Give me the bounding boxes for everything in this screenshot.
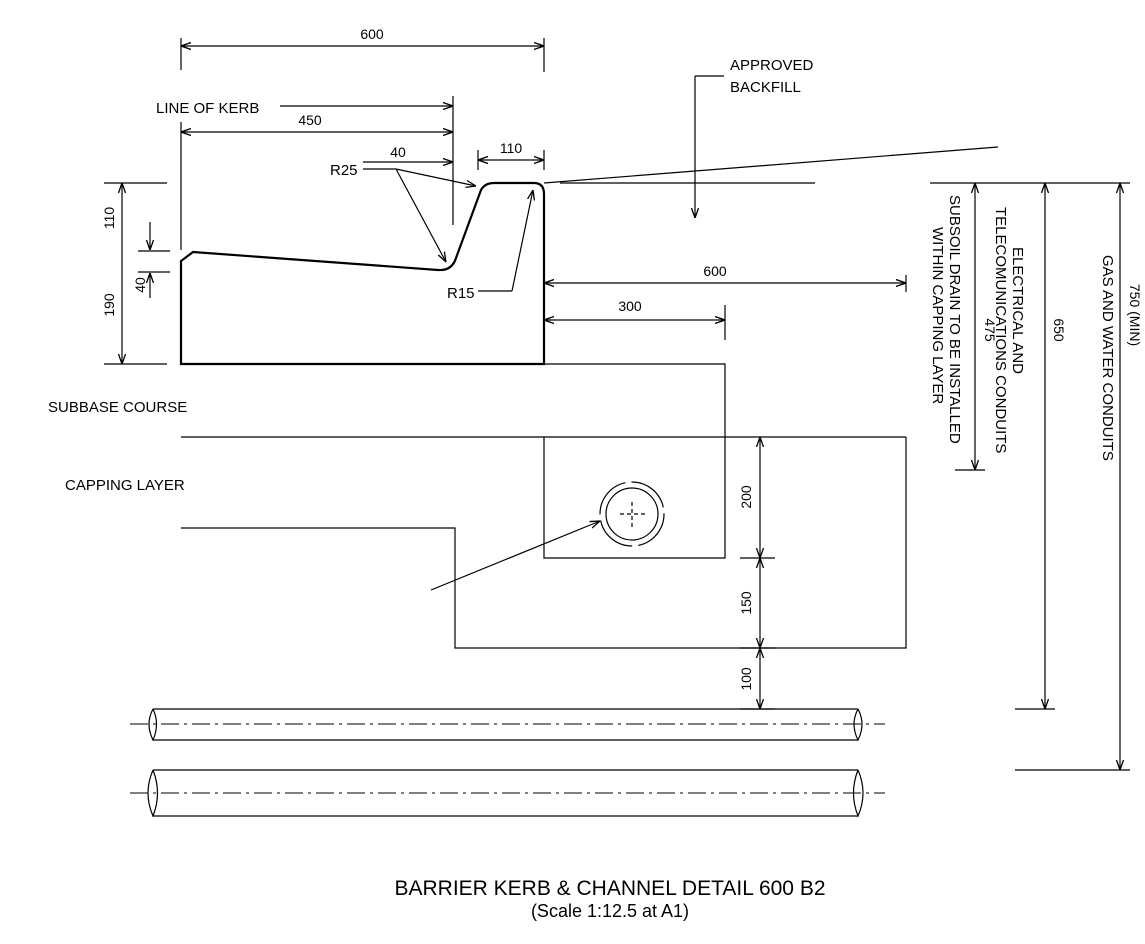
approved-backfill-label-2: BACKFILL bbox=[730, 79, 801, 96]
approved-backfill-label-1: APPROVED bbox=[730, 57, 814, 74]
dim-40-left: 40 bbox=[132, 277, 148, 293]
dim-190: 190 bbox=[101, 293, 117, 317]
drawing-subtitle: (Scale 1:12.5 at A1) bbox=[531, 901, 689, 921]
subsoil-drain-leader bbox=[430, 521, 600, 591]
dim-600-top: 600 bbox=[360, 26, 384, 42]
dim-450: 450 bbox=[298, 112, 322, 128]
subsoil-label-2: WITHIN CAPPING LAYER bbox=[929, 227, 946, 404]
subsoil-label-1: SUBSOIL DRAIN TO BE INSTALLED bbox=[946, 195, 963, 444]
electrical-label-2: TELECOMUNICATIONS CONDUITS bbox=[992, 207, 1009, 453]
dim-110-top: 110 bbox=[500, 140, 523, 156]
electrical-label-1: ELECTRICAL AND bbox=[1009, 247, 1026, 374]
capping-layer-outline bbox=[181, 437, 907, 649]
dim-150: 150 bbox=[738, 591, 754, 615]
backfill-surface-line bbox=[543, 146, 999, 184]
r25-leader-b bbox=[395, 168, 446, 262]
subsoil-trench-outline bbox=[543, 363, 726, 559]
r25-leader-a bbox=[395, 168, 476, 186]
gas-water-conduit bbox=[130, 769, 885, 818]
r15-leader bbox=[511, 190, 533, 292]
r25-label: R25 bbox=[330, 162, 358, 179]
dim-650: 650 bbox=[1051, 318, 1067, 342]
dim-200: 200 bbox=[738, 485, 754, 509]
dim-40-top: 40 bbox=[390, 144, 406, 160]
dim-110-left: 110 bbox=[101, 207, 117, 230]
kerb-profile bbox=[179, 181, 546, 366]
capping-layer-label: CAPPING LAYER bbox=[65, 477, 185, 494]
dim-750: 750 (MIN) bbox=[1127, 284, 1143, 346]
dim-100: 100 bbox=[738, 667, 754, 691]
dim-600-mid: 600 bbox=[703, 263, 727, 279]
line-of-kerb-label: LINE OF KERB bbox=[156, 100, 259, 117]
drawing-title: BARRIER KERB & CHANNEL DETAIL 600 B2 bbox=[394, 877, 825, 900]
electrical-conduit bbox=[130, 708, 885, 742]
r15-label: R15 bbox=[447, 285, 475, 302]
subsoil-drain-pipe bbox=[599, 481, 665, 547]
dim-300: 300 bbox=[618, 298, 642, 314]
gas-water-label: GAS AND WATER CONDUITS bbox=[1099, 255, 1116, 461]
subbase-course-label: SUBBASE COURSE bbox=[48, 399, 187, 416]
dim-475: 475 bbox=[982, 318, 998, 342]
